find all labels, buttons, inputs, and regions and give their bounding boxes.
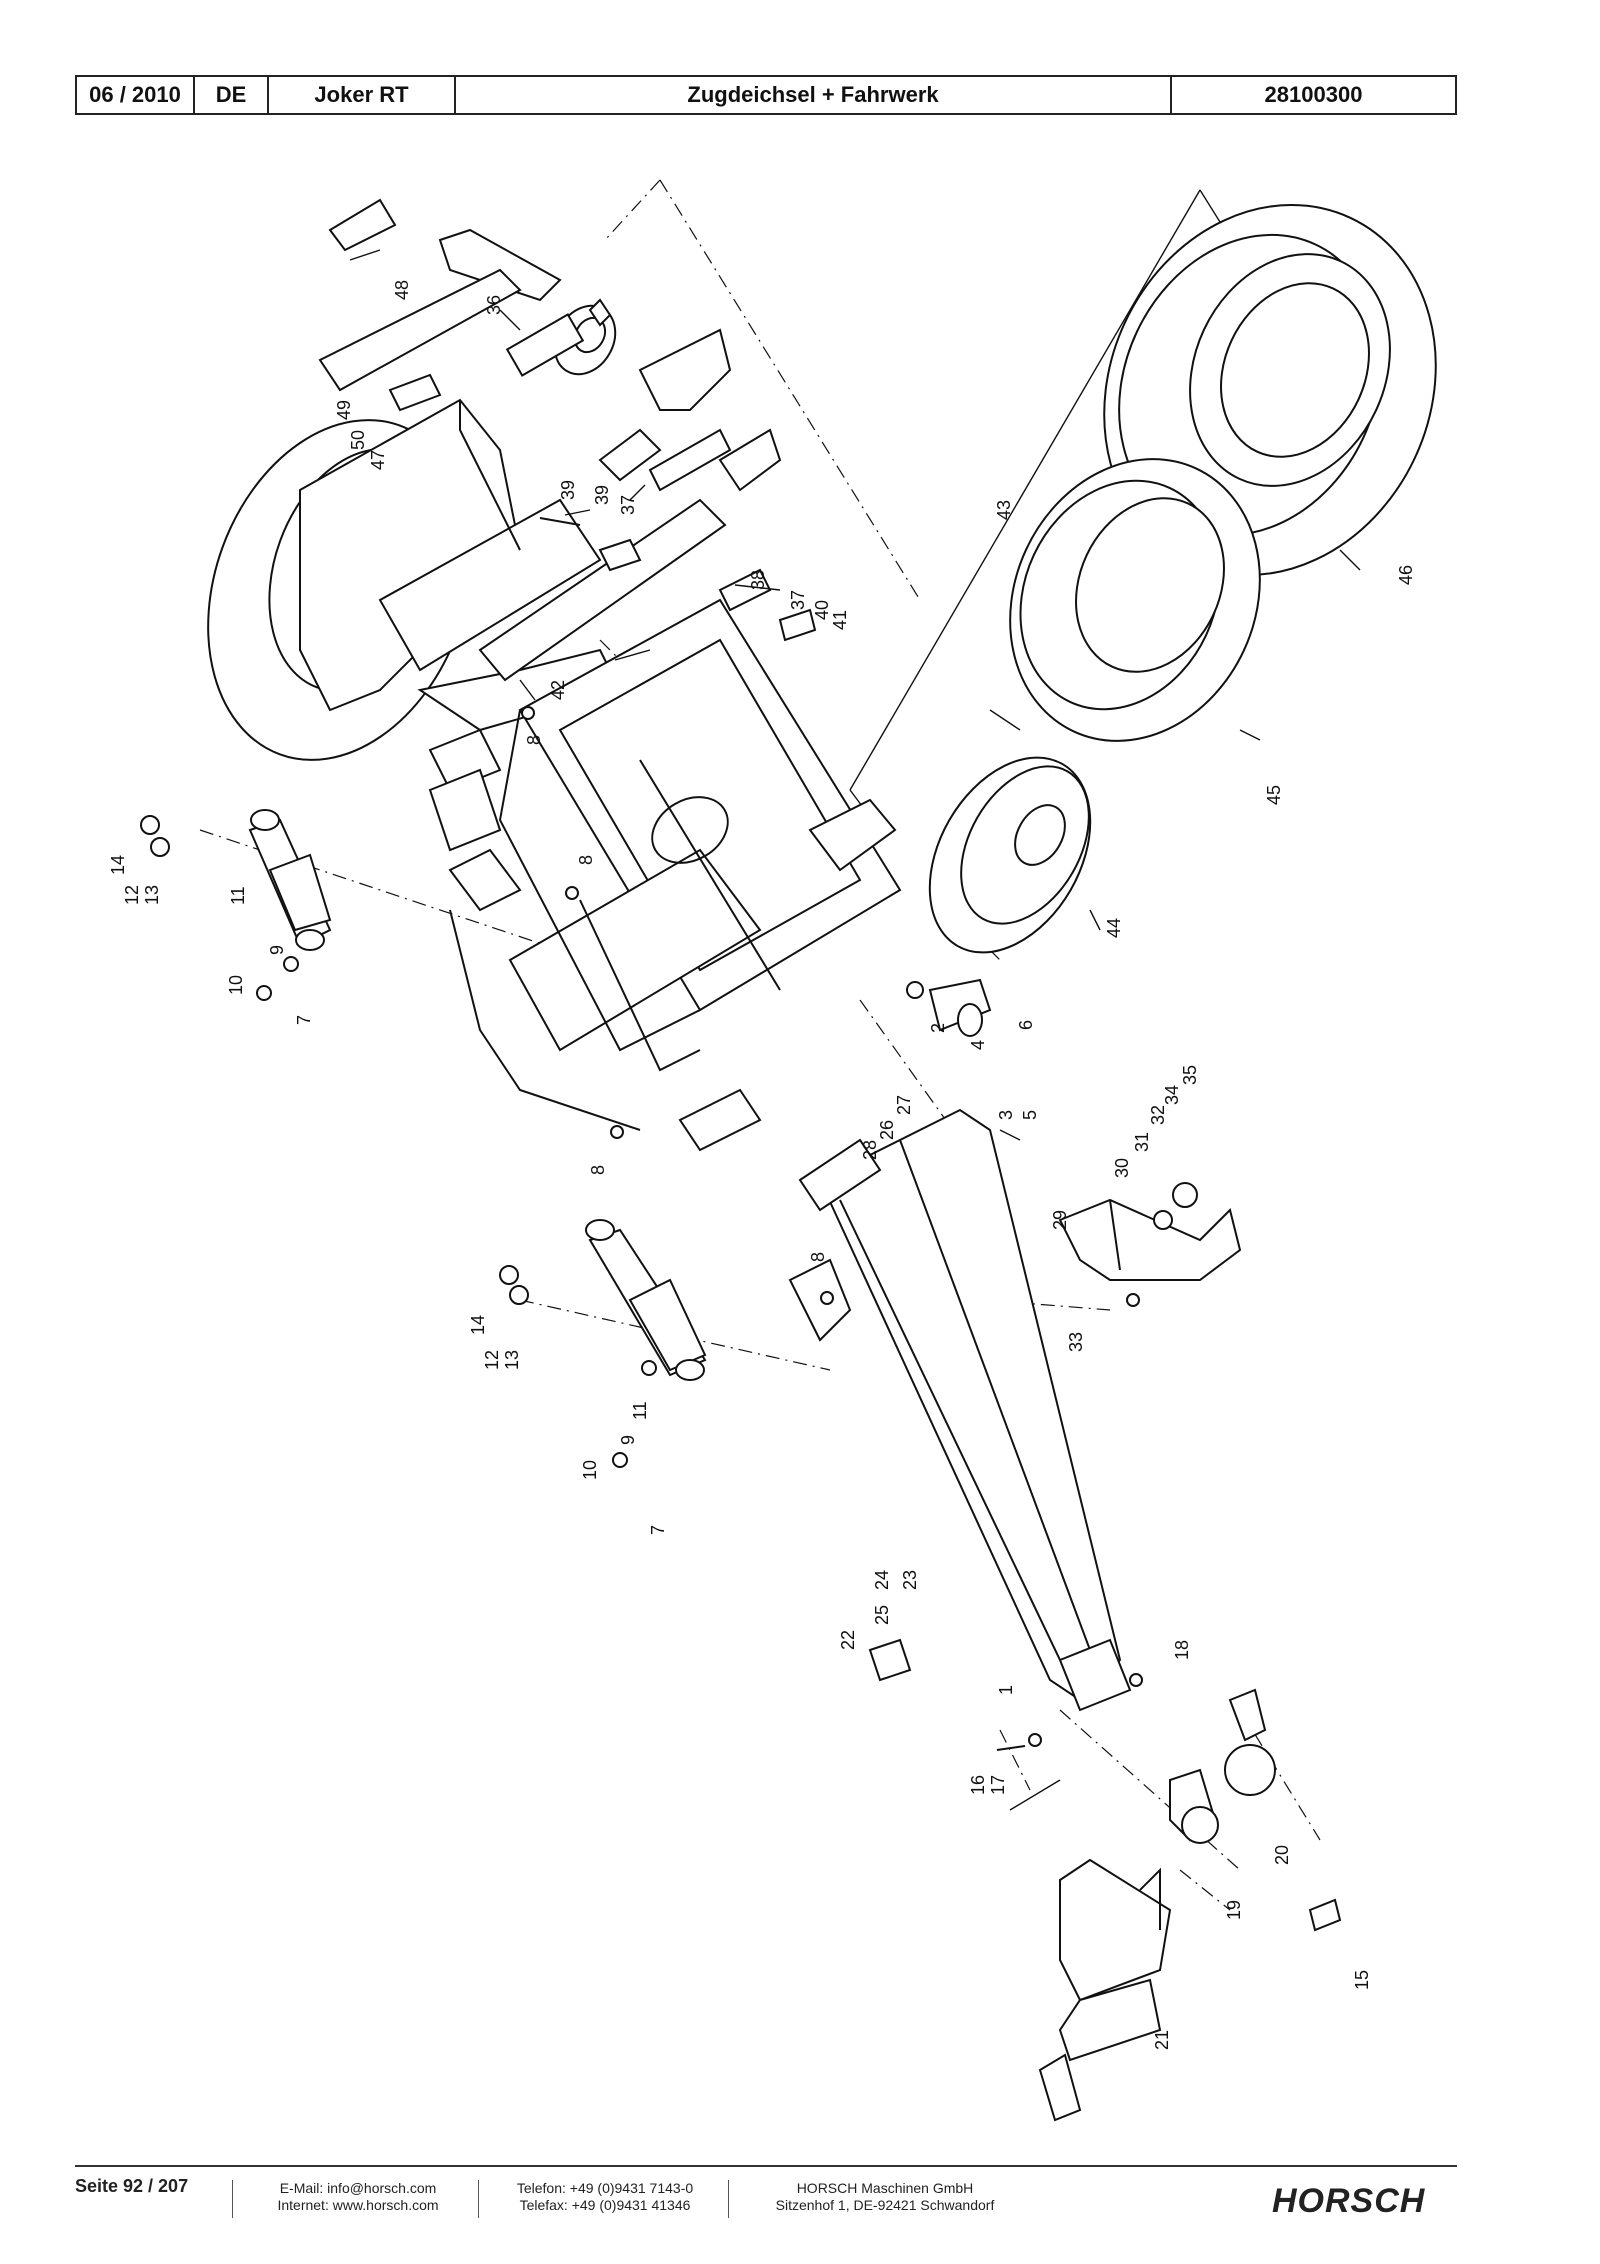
footer-divider [728,2180,729,2218]
callout-16: 16 [968,1775,988,1795]
callout-8: 8 [576,855,596,865]
exploded-parts-diagram: 48 36 49 50 47 39 39 37 38 37 40 41 42 8… [108,179,1437,2122]
callout-9: 9 [618,1435,638,1445]
hydraulic-cylinder-lower [585,1219,707,1381]
callout-24: 24 [872,1570,892,1590]
axle-frame [299,198,622,732]
header-table: 06 / 2010 DE Joker RT Zugdeichsel + Fahr… [75,75,1457,115]
callout-43: 43 [994,500,1014,520]
callout-10: 10 [580,1460,600,1480]
callout-12: 12 [482,1350,502,1370]
callout-42: 42 [548,680,568,700]
hardware-parts [140,298,1198,1751]
callout-22: 22 [838,1630,858,1650]
footer-phone: Telefon: +49 (0)9431 7143-0 [516,2180,694,2196]
callout-47: 47 [368,450,388,470]
callout-33: 33 [1066,1332,1086,1352]
header-doc-number: 28100300 [1264,82,1363,107]
bracket-29 [1058,1198,1242,1281]
callout-23: 23 [900,1570,920,1590]
footer-email[interactable]: E-Mail: info@horsch.com [279,2180,437,2196]
drawbar [788,978,1132,1712]
callout-45: 45 [1264,785,1284,805]
horsch-logo: HORSCH [1272,2182,1426,2220]
callout-30: 30 [1112,1158,1132,1178]
callout-4: 4 [968,1040,988,1050]
callout-31: 31 [1132,1132,1152,1152]
callout-13: 13 [142,885,162,905]
footer-divider [478,2180,479,2218]
tyre-45 [1009,458,1261,742]
callout-21: 21 [1152,2030,1172,2050]
header-model: Joker RT [269,77,456,113]
callout-28: 28 [860,1140,880,1160]
callout-32: 32 [1148,1105,1168,1125]
header-language: DE [195,77,269,113]
callout-11: 11 [630,1401,650,1420]
callout-1: 1 [996,1685,1016,1695]
callout-labels: 48 36 49 50 47 39 39 37 38 37 40 41 42 8… [108,280,1416,2050]
footer-company: HORSCH Maschinen GmbH [796,2180,974,2196]
header-title: Zugdeichsel + Fahrwerk [456,77,1172,113]
callout-8: 8 [808,1252,828,1262]
callout-6: 6 [1016,1020,1036,1030]
callout-27: 27 [894,1095,914,1115]
callout-18: 18 [1172,1640,1192,1660]
callout-26: 26 [877,1120,897,1140]
callout-3: 3 [996,1110,1016,1120]
mounting-plates [1169,1688,1342,1932]
callout-8: 8 [588,1165,608,1175]
callout-37: 37 [788,590,808,610]
axle-beam [478,328,782,682]
callout-37: 37 [618,495,638,515]
callout-44: 44 [1104,918,1124,938]
footer-company-block: HORSCH Maschinen GmbH Sitzenhof 1, DE-92… [755,2180,1015,2214]
hitch-21 [1038,1858,1172,2122]
leader-lines [349,249,1361,1811]
footer-phone-block: Telefon: +49 (0)9431 7143-0 Telefax: +49… [505,2180,705,2214]
callout-49: 49 [334,400,354,420]
callout-7: 7 [648,1525,668,1535]
hydraulic-cylinder-upper [248,809,332,951]
main-frame [428,598,902,1152]
callout-39: 39 [558,480,578,500]
callout-29: 29 [1050,1210,1070,1230]
callout-15: 15 [1352,1970,1372,1990]
footer-divider [232,2180,233,2218]
callout-2: 2 [928,1023,948,1033]
callout-25: 25 [872,1605,892,1625]
footer-internet[interactable]: Internet: www.horsch.com [277,2197,439,2213]
callout-20: 20 [1272,1845,1292,1865]
callout-5: 5 [1020,1110,1040,1120]
callout-35: 35 [1180,1065,1200,1085]
callout-9: 9 [267,945,287,955]
callout-7: 7 [294,1015,314,1025]
callout-8: 8 [524,735,544,745]
callout-39: 39 [592,485,612,505]
callout-40: 40 [812,600,832,620]
page-number: Seite 92 / 207 [75,2176,189,2196]
callout-50: 50 [348,430,368,450]
callout-11: 11 [228,886,248,905]
callout-13: 13 [502,1350,522,1370]
callout-38: 38 [748,570,768,590]
callout-14: 14 [108,855,128,875]
callout-46: 46 [1396,565,1416,585]
callout-12: 12 [122,885,142,905]
rim-44 [928,756,1092,954]
callout-34: 34 [1162,1085,1182,1105]
footer-address: Sitzenhof 1, DE-92421 Schwandorf [775,2197,995,2213]
callout-10: 10 [226,975,246,995]
callout-41: 41 [830,610,850,630]
callout-14: 14 [468,1315,488,1335]
footer-rule [75,2165,1457,2167]
callout-48: 48 [392,280,412,300]
callout-17: 17 [988,1775,1008,1795]
callout-36: 36 [484,295,504,315]
footer-contact: E-Mail: info@horsch.com Internet: www.ho… [263,2180,453,2214]
callout-19: 19 [1224,1900,1244,1920]
header-date: 06 / 2010 [77,77,195,113]
footer-fax: Telefax: +49 (0)9431 41346 [519,2197,691,2213]
